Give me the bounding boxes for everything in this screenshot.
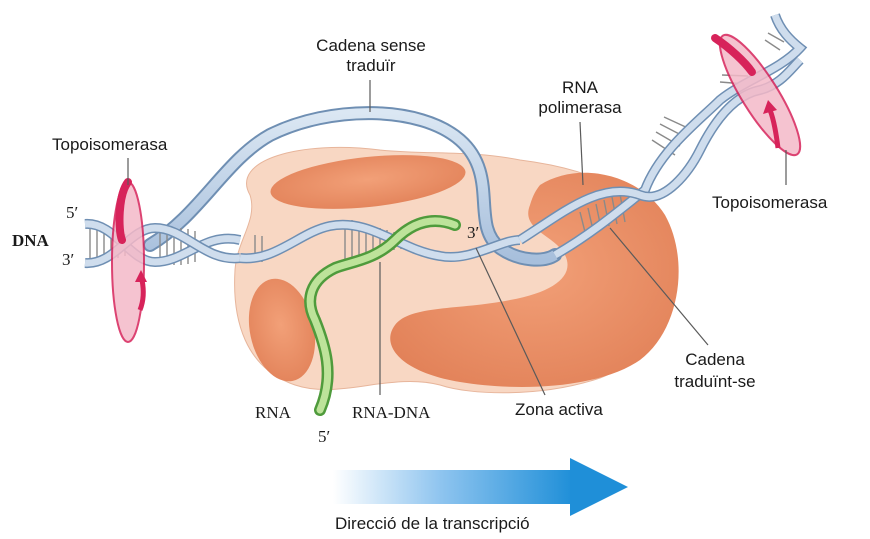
dna-3prime-label: 3′ <box>62 250 74 270</box>
translated-strand-label-line2: traduïnt-se <box>655 372 775 392</box>
direction-label: Direcció de la transcripció <box>335 514 530 534</box>
rna-polymerase <box>235 147 679 393</box>
dna-5prime-label: 5′ <box>66 203 78 223</box>
rna-dna-label: RNA-DNA <box>352 403 430 423</box>
active-zone-label: Zona activa <box>515 400 603 420</box>
topoisomerase-left <box>112 182 147 342</box>
topoisomerase-left-label: Topoisomerasa <box>52 135 167 155</box>
rna-polymerase-label-line1: RNA <box>530 78 630 98</box>
untranslated-strand-label-line2: traduïr <box>296 56 446 76</box>
dna-label: DNA <box>12 231 49 251</box>
translated-strand-label-line1: Cadena <box>660 350 770 370</box>
untranslated-strand-label-line1: Cadena sense <box>296 36 446 56</box>
rna-label: RNA <box>255 403 291 423</box>
topoisomerase-right-label: Topoisomerasa <box>712 193 827 213</box>
rna-5prime-label: 5′ <box>318 427 330 447</box>
rna-polymerase-label-line2: polimerasa <box>520 98 640 118</box>
rna-3prime-label: 3′ <box>467 223 479 243</box>
direction-arrow <box>333 458 628 516</box>
